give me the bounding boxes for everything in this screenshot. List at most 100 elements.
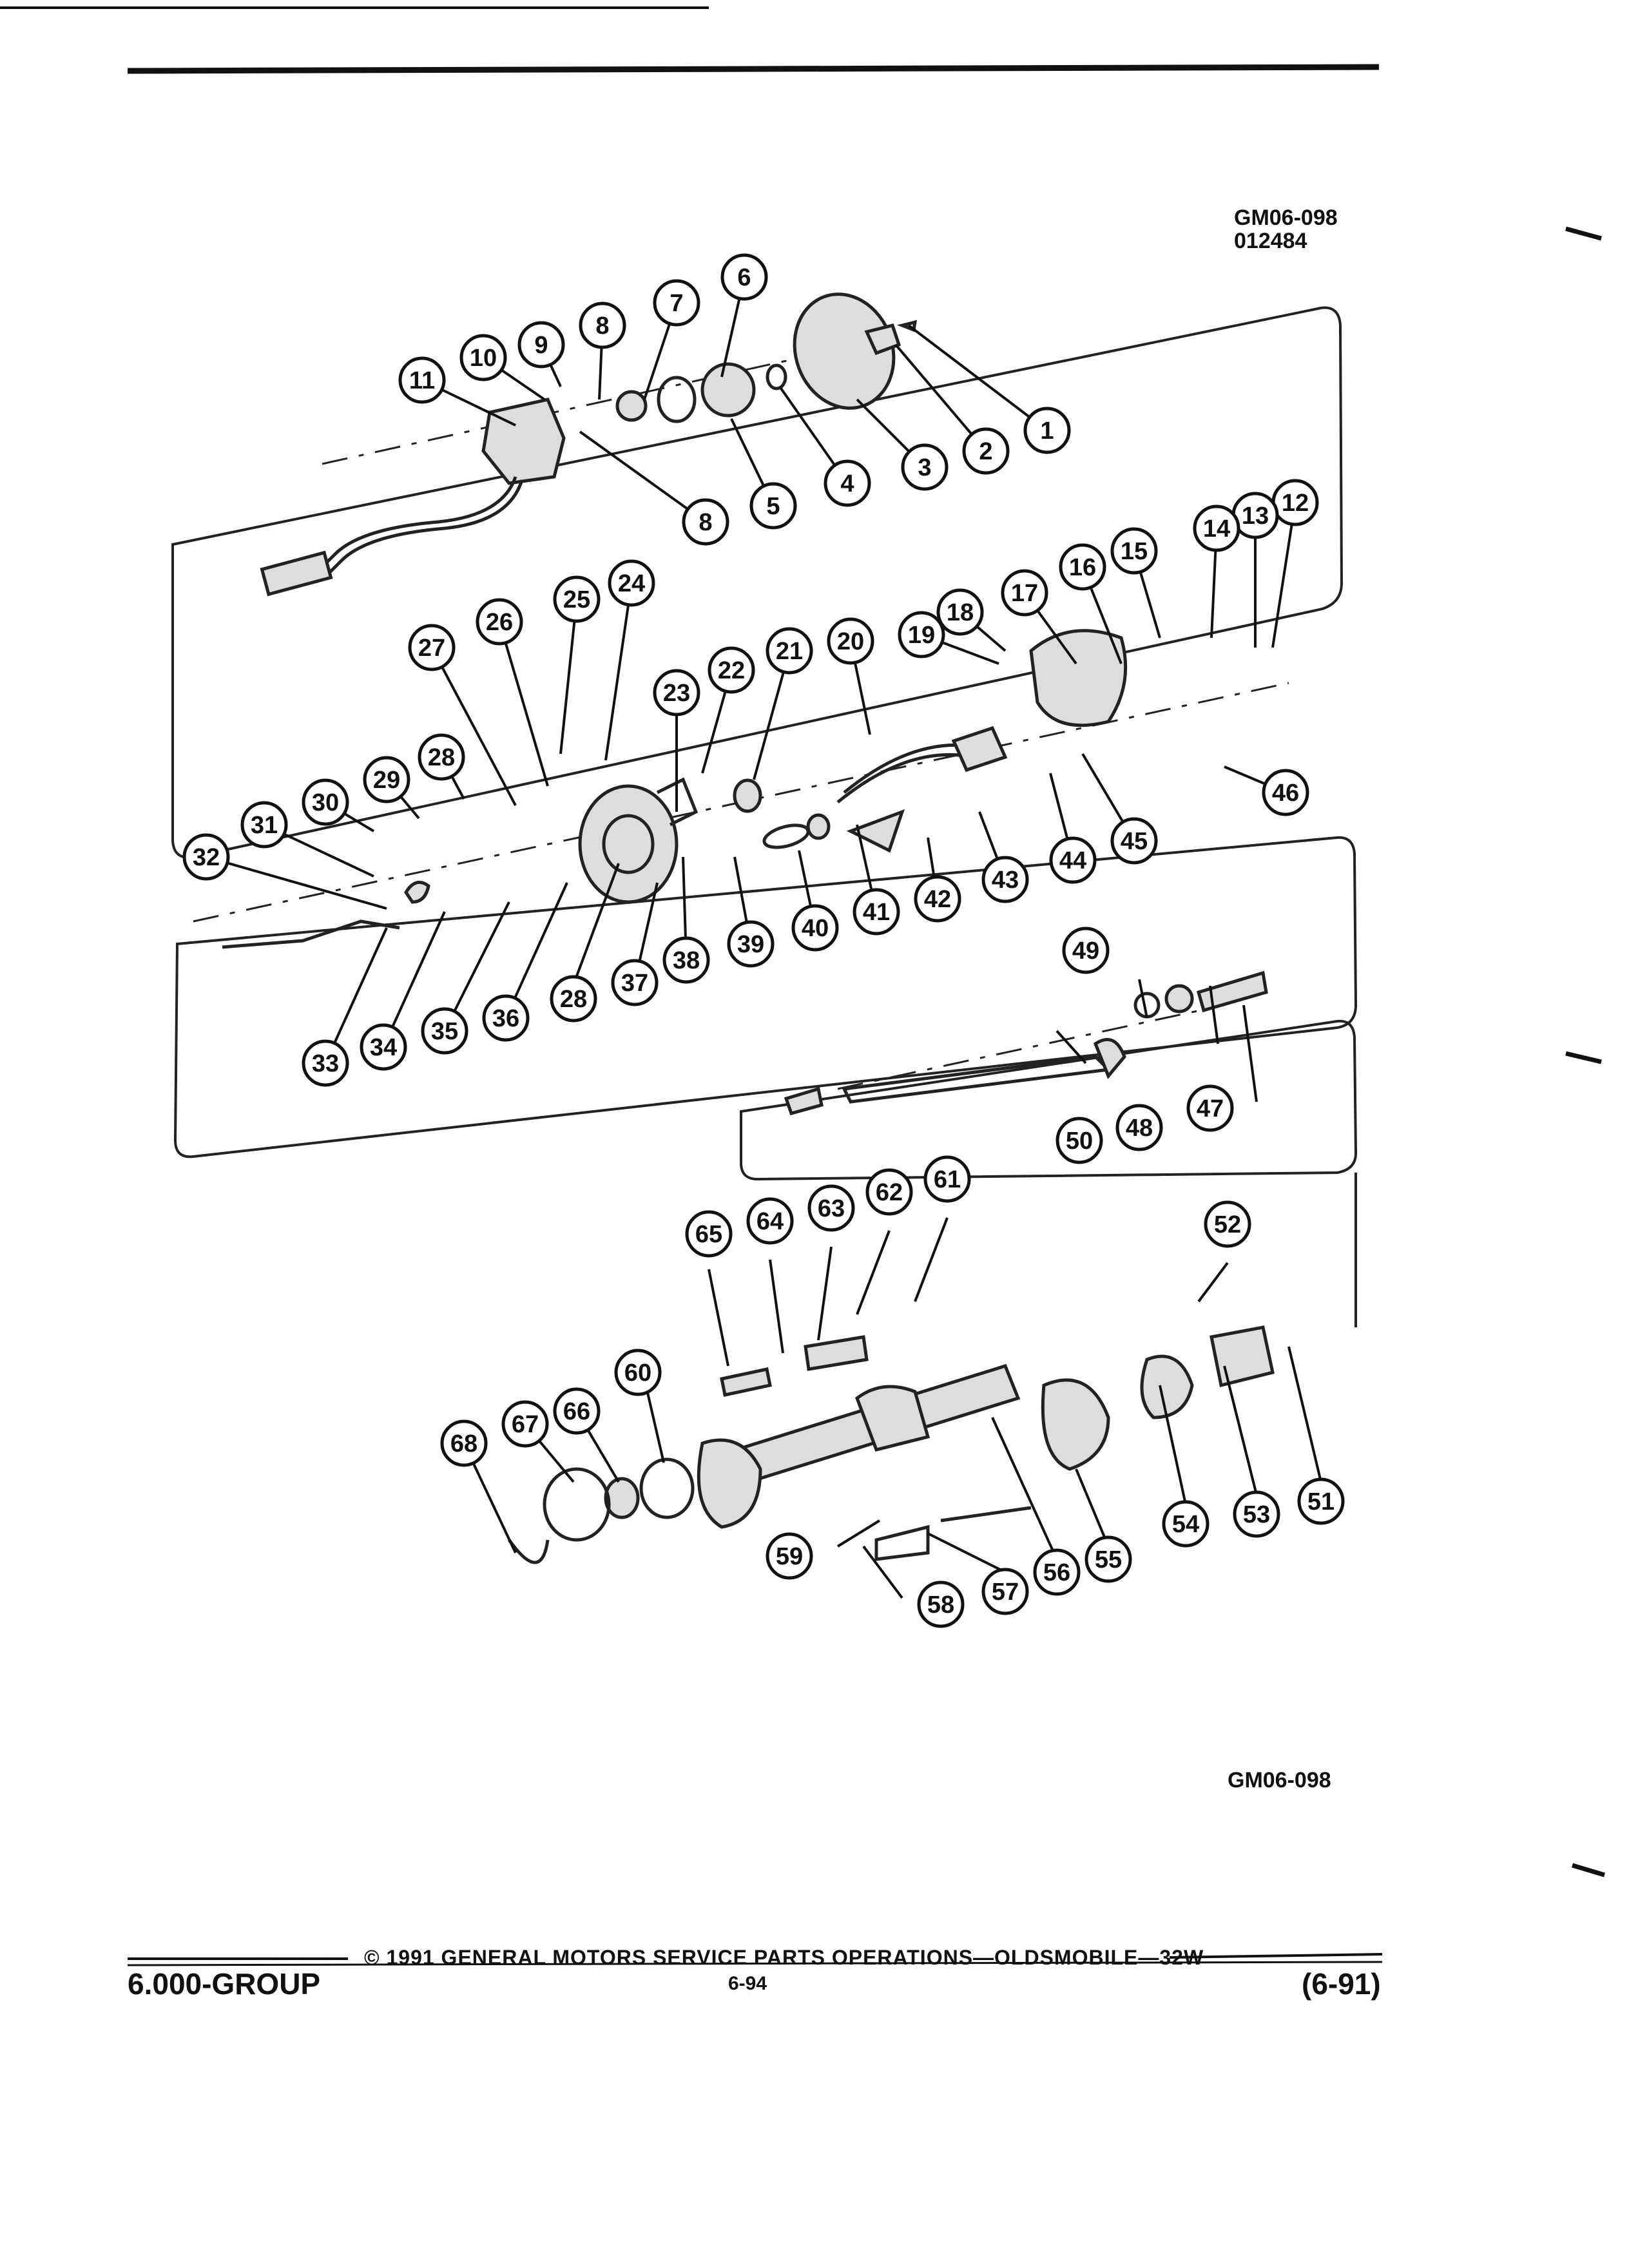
callout-20: 20	[827, 617, 874, 665]
callout-number: 53	[1243, 1501, 1270, 1528]
callout-number: 33	[312, 1050, 339, 1077]
callout-29: 29	[363, 756, 410, 803]
callout-number: 27	[418, 635, 445, 662]
callout-number: 45	[1121, 828, 1148, 855]
callout-number: 19	[908, 622, 935, 649]
callout-62: 62	[865, 1168, 913, 1216]
margin-mark	[1565, 226, 1602, 241]
callout-52: 52	[1204, 1200, 1251, 1248]
footer-copyright: © 1991 GENERAL MOTORS SERVICE PARTS OPER…	[364, 1946, 1204, 1969]
callout-12: 12	[1271, 479, 1319, 526]
callout-number: 43	[992, 867, 1019, 894]
footer-page-number: 6-94	[728, 1973, 767, 1994]
callout-number: 54	[1172, 1511, 1199, 1538]
callout-10: 10	[459, 334, 507, 381]
callout-number: 17	[1011, 580, 1038, 607]
callout-number: 25	[563, 586, 590, 613]
callout-47: 47	[1186, 1084, 1234, 1132]
callout-49: 49	[1062, 927, 1110, 974]
column-jacket	[507, 1325, 1275, 1564]
callout-number: 36	[492, 1005, 519, 1032]
callout-58: 58	[917, 1581, 965, 1628]
callout-40: 40	[791, 904, 839, 952]
callout-number: 11	[409, 367, 435, 394]
footer-group-code: 6.000-GROUP	[128, 1967, 321, 2001]
callout-27: 27	[408, 624, 456, 671]
callout-number: 18	[947, 599, 974, 626]
callout-67: 67	[501, 1400, 549, 1448]
lock-plate-parts	[615, 293, 918, 423]
callout-number: 13	[1242, 503, 1269, 530]
callout-60: 60	[614, 1349, 662, 1396]
callout-61: 61	[923, 1155, 971, 1203]
callout-42: 42	[914, 875, 961, 923]
callout-number: 65	[695, 1221, 722, 1248]
callout-63: 63	[807, 1184, 855, 1232]
callout-number: 40	[802, 915, 829, 942]
housing-parts	[222, 629, 1128, 949]
callout-13: 13	[1231, 492, 1279, 539]
callout-28: 28	[550, 975, 597, 1023]
callout-31: 31	[240, 801, 288, 849]
callout-51: 51	[1297, 1477, 1345, 1525]
callout-number: 4	[840, 470, 854, 497]
callout-37: 37	[611, 959, 659, 1006]
callout-number: 58	[927, 1591, 954, 1619]
callout-64: 64	[746, 1197, 794, 1245]
callout-number: 31	[251, 812, 278, 839]
callout-18: 18	[936, 588, 984, 636]
callout-number: 26	[486, 609, 513, 636]
callout-number: 34	[370, 1034, 397, 1061]
callout-33: 33	[302, 1039, 349, 1087]
callout-number: 55	[1095, 1546, 1122, 1573]
callout-38: 38	[662, 936, 710, 984]
callout-number: 7	[670, 290, 683, 317]
figure-date: 012484	[1234, 229, 1307, 253]
axis-lower	[837, 1004, 1225, 1090]
callout-number: 57	[992, 1579, 1019, 1606]
callout-number: 22	[718, 657, 745, 684]
panel-upper	[171, 306, 1344, 859]
callout-number: 30	[312, 789, 339, 816]
callout-2: 2	[962, 427, 1010, 475]
callout-number: 21	[776, 638, 803, 665]
callout-number: 51	[1307, 1488, 1335, 1515]
callout-8: 8	[682, 498, 729, 546]
callout-number: 46	[1272, 780, 1299, 807]
callout-number: 12	[1282, 490, 1309, 517]
callout-number: 14	[1203, 515, 1230, 543]
callout-number: 52	[1214, 1211, 1241, 1238]
callout-number: 29	[373, 767, 400, 794]
callout-32: 32	[182, 833, 230, 881]
callout-28: 28	[418, 733, 465, 781]
callout-44: 44	[1049, 836, 1097, 884]
callout-number: 5	[766, 493, 780, 520]
callout-number: 50	[1066, 1128, 1093, 1155]
steering-shaft	[784, 970, 1268, 1116]
callout-number: 38	[673, 947, 700, 974]
callout-39: 39	[727, 920, 775, 968]
callout-43: 43	[981, 856, 1029, 903]
callout-number: 61	[934, 1166, 961, 1193]
callout-34: 34	[360, 1023, 407, 1071]
callout-number: 8	[699, 509, 712, 536]
callout-number: 9	[534, 332, 548, 359]
callout-number: 64	[757, 1208, 784, 1235]
callout-number: 66	[563, 1398, 590, 1425]
callout-number: 44	[1059, 847, 1086, 874]
callout-59: 59	[766, 1532, 813, 1580]
margin-mark	[1565, 1051, 1602, 1064]
callout-number: 16	[1069, 554, 1096, 581]
callout-15: 15	[1110, 527, 1158, 575]
callout-number: 28	[560, 986, 587, 1013]
callout-number: 39	[737, 931, 764, 958]
callout-25: 25	[553, 575, 601, 623]
callout-6: 6	[720, 253, 768, 301]
callout-number: 8	[595, 312, 609, 340]
callout-45: 45	[1110, 817, 1158, 865]
callout-number: 1	[1040, 418, 1054, 445]
callout-number: 41	[863, 899, 890, 926]
callout-number: 3	[918, 454, 931, 481]
